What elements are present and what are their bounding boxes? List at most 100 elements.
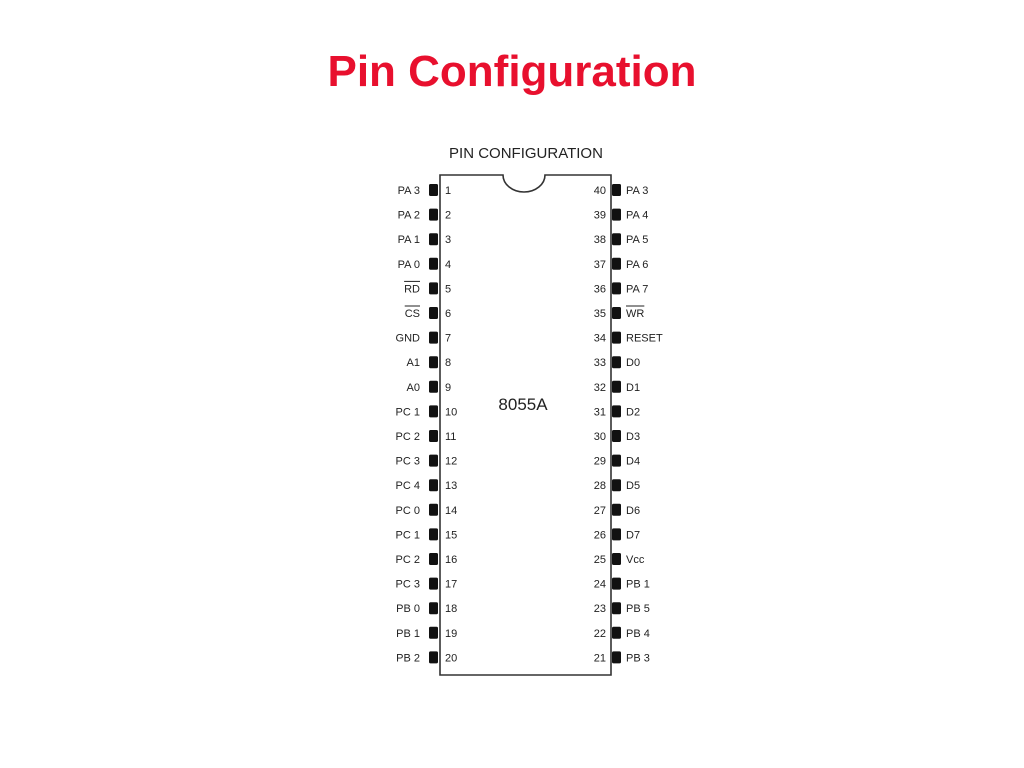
pin-22: 22 PB 4 bbox=[594, 626, 650, 640]
pin-label: PA 2 bbox=[398, 210, 420, 222]
pin-label: PC 0 bbox=[396, 505, 420, 517]
pin-number: 37 bbox=[594, 259, 606, 271]
pin-number: 36 bbox=[594, 283, 606, 295]
pin-label: PA 6 bbox=[626, 259, 648, 271]
pin-24: 24 PB 1 bbox=[594, 577, 650, 591]
pin-marker bbox=[612, 602, 621, 615]
pin-label: D6 bbox=[626, 505, 640, 517]
pin-number: 30 bbox=[594, 431, 606, 443]
pin-label: PB 2 bbox=[396, 652, 420, 664]
pin-label: D7 bbox=[626, 529, 640, 541]
pin-marker bbox=[429, 651, 438, 664]
pin-37: 37 PA 6 bbox=[594, 257, 648, 271]
pin-marker bbox=[612, 430, 621, 442]
pin-32: 32 D1 bbox=[594, 380, 640, 394]
pin-36: 36 PA 7 bbox=[594, 282, 648, 295]
pin-number: 29 bbox=[594, 456, 606, 468]
pin-number: 3 bbox=[445, 234, 451, 246]
pin-label: D2 bbox=[626, 406, 640, 418]
pin-number: 25 bbox=[594, 554, 606, 566]
pin-number: 22 bbox=[594, 628, 606, 640]
pin-number: 12 bbox=[445, 456, 457, 468]
pin-label: PA 3 bbox=[626, 185, 648, 197]
pin-label: PB 4 bbox=[626, 628, 650, 640]
pin-number: 1 bbox=[445, 185, 451, 197]
pin-marker bbox=[612, 184, 621, 196]
pin-label: A0 bbox=[407, 382, 420, 394]
chip-name: 8055A bbox=[498, 395, 548, 414]
pin-marker bbox=[612, 553, 621, 565]
pin-label: PA 5 bbox=[626, 234, 648, 246]
pin-number: 34 bbox=[594, 333, 606, 345]
pin-number: 19 bbox=[445, 628, 457, 640]
pin-marker bbox=[612, 577, 621, 590]
diagram-heading: PIN CONFIGURATION bbox=[449, 145, 603, 162]
pin-number: 23 bbox=[594, 603, 606, 615]
pin-marker bbox=[429, 233, 438, 246]
pin-marker bbox=[612, 331, 621, 344]
pin-label: PB 1 bbox=[396, 628, 420, 640]
pin-1: 1PA 3 bbox=[398, 184, 451, 197]
pin-label: PC 2 bbox=[396, 554, 420, 566]
pin-number: 4 bbox=[445, 259, 451, 271]
pin-marker bbox=[429, 626, 438, 639]
pin-marker bbox=[612, 307, 621, 319]
pin-label: PA 1 bbox=[398, 234, 420, 246]
pin-marker bbox=[429, 208, 438, 221]
slide-title: Pin Configuration bbox=[327, 47, 697, 96]
pin-label: Vcc bbox=[626, 554, 645, 566]
pin-4: 4PA 0 bbox=[398, 257, 451, 271]
pin-marker bbox=[429, 380, 438, 393]
pin-number: 18 bbox=[445, 603, 457, 615]
pin-label: PA 4 bbox=[626, 210, 648, 222]
pin-number: 32 bbox=[594, 382, 606, 394]
pin-marker bbox=[429, 282, 438, 295]
pin-marker bbox=[429, 454, 438, 467]
pin-number: 24 bbox=[594, 579, 606, 591]
pin-marker bbox=[429, 528, 438, 541]
pin-marker bbox=[612, 479, 621, 492]
pin-number: 26 bbox=[594, 529, 606, 541]
pin-marker bbox=[612, 257, 621, 270]
pin-label: PC 3 bbox=[396, 456, 420, 468]
pin-marker bbox=[429, 405, 438, 418]
pin-label: D1 bbox=[626, 382, 640, 394]
pin-label: PC 4 bbox=[396, 480, 420, 492]
pin-marker bbox=[429, 602, 438, 615]
pin-label: PB 0 bbox=[396, 603, 420, 615]
pin-number: 5 bbox=[445, 283, 451, 295]
pin-number: 31 bbox=[594, 406, 606, 418]
pin-number: 9 bbox=[445, 382, 451, 394]
pin-marker bbox=[429, 430, 438, 442]
pin-label: PA 7 bbox=[626, 283, 648, 295]
pin-label: CS bbox=[405, 308, 420, 320]
pin-number: 27 bbox=[594, 505, 606, 517]
pin-25: 25 Vcc bbox=[594, 553, 645, 566]
pin-marker bbox=[429, 307, 438, 319]
pin-label: PB 3 bbox=[626, 652, 650, 664]
pin-number: 35 bbox=[594, 308, 606, 320]
pin-marker bbox=[612, 651, 621, 664]
pin-18: 18 PB 0 bbox=[396, 602, 457, 615]
pin-label: PB 1 bbox=[626, 579, 650, 591]
pin-marker bbox=[612, 626, 621, 639]
pin-number: 8 bbox=[445, 357, 451, 369]
pin-31: 31 D2 bbox=[594, 405, 640, 418]
pin-number: 2 bbox=[445, 210, 451, 222]
pin-number: 10 bbox=[445, 406, 457, 418]
